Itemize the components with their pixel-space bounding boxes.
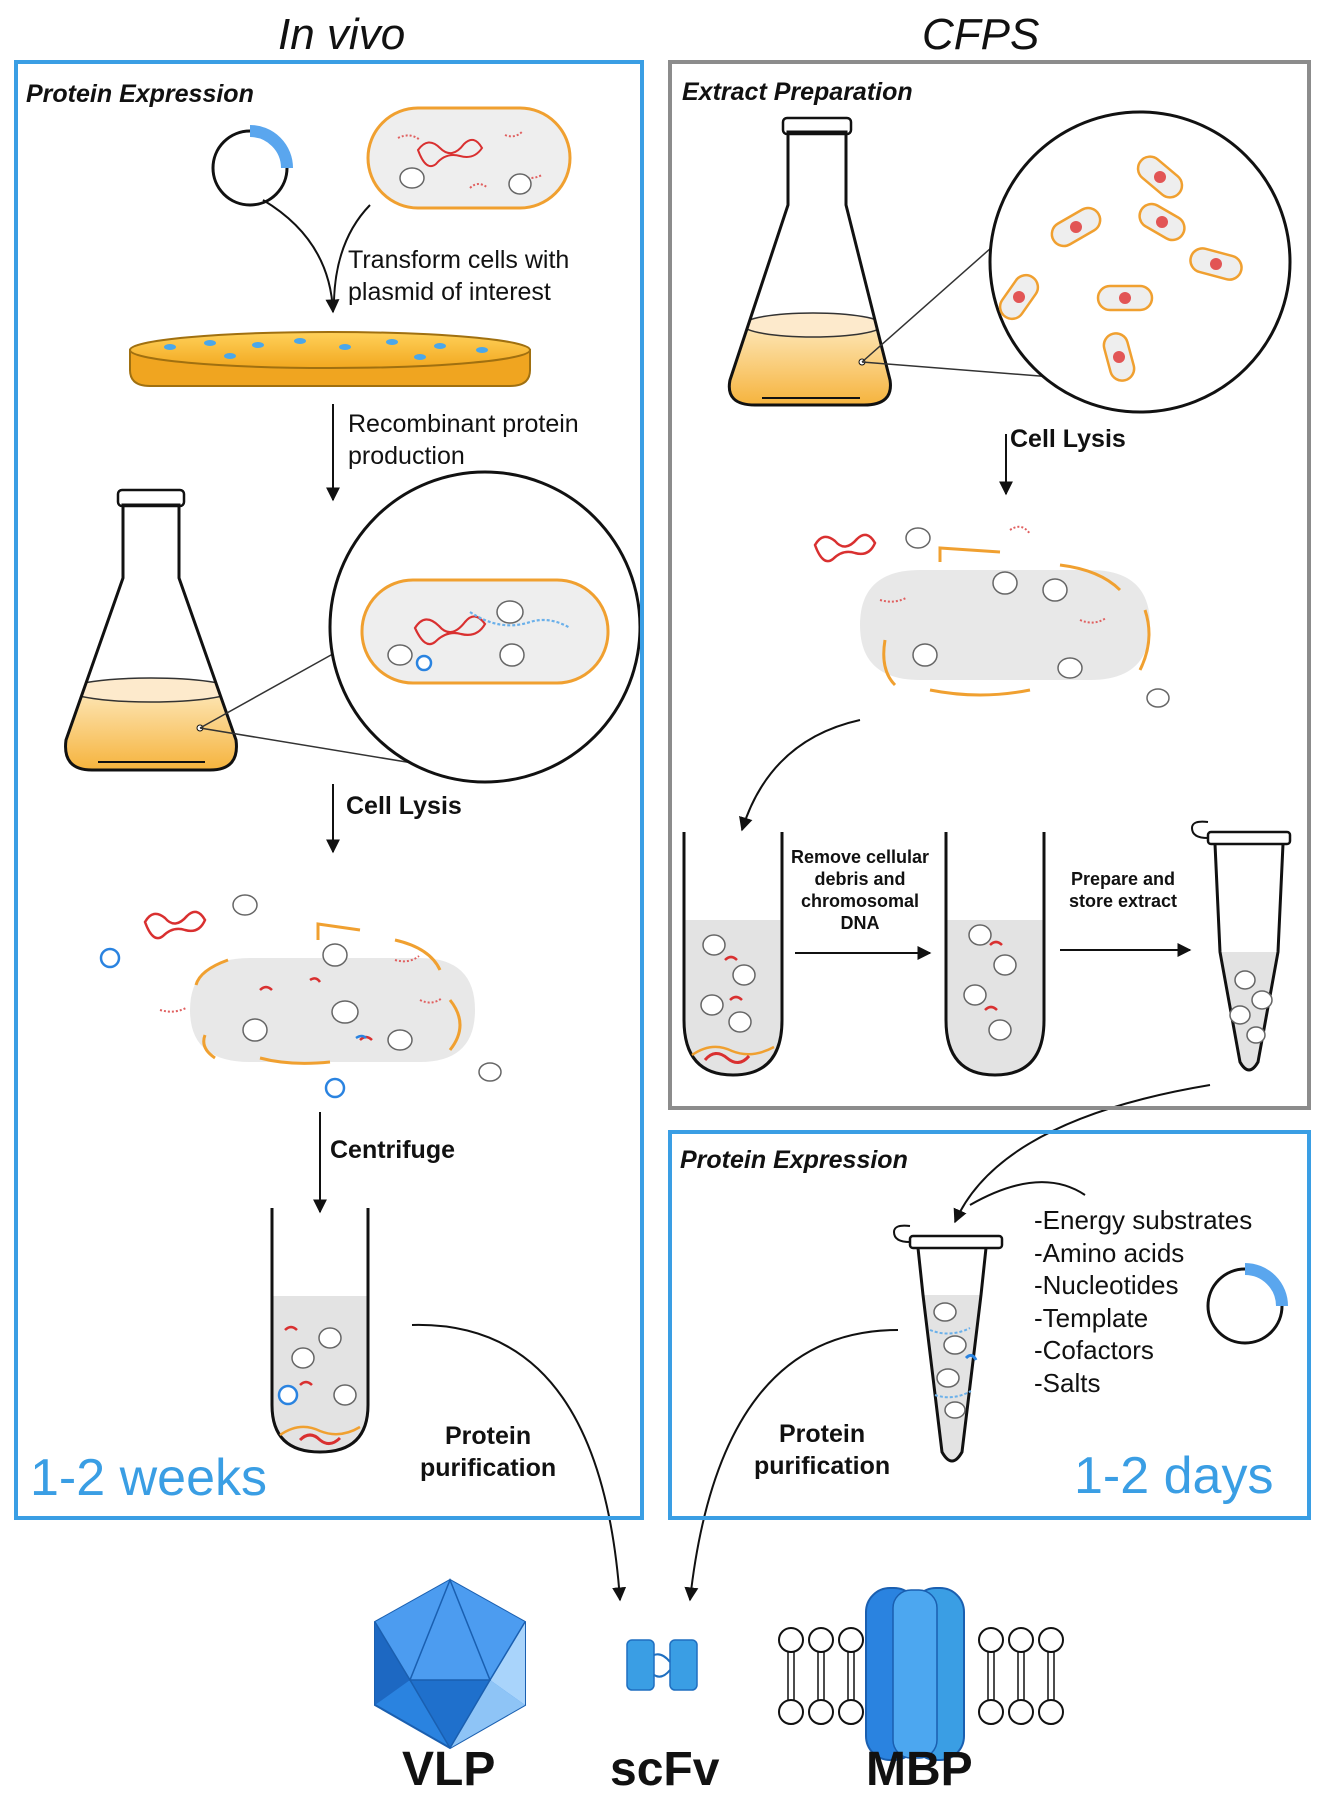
title-in-vivo: In vivo bbox=[278, 10, 406, 59]
duration-in-vivo: 1-2 weeks bbox=[30, 1449, 267, 1507]
product-label-vlp: VLP bbox=[402, 1743, 496, 1796]
duration-cfps: 1-2 days bbox=[1074, 1447, 1274, 1505]
step-transform: Transform cells with plasmid of interest bbox=[348, 244, 569, 308]
agar-plate-icon bbox=[129, 331, 531, 387]
step-transform-line-1: Transform cells with bbox=[348, 246, 570, 274]
ingredients-list: -Energy substrates -Amino acids -Nucleot… bbox=[1034, 1204, 1252, 1399]
purification-right-line-1: Protein bbox=[778, 1420, 866, 1448]
zoom-circle-right bbox=[988, 110, 1292, 414]
flask-icon-right bbox=[727, 116, 892, 407]
step-recombinant: Recombinant protein production bbox=[348, 408, 579, 472]
step-remove-line-3: chromosomal bbox=[800, 891, 920, 911]
step-prepare-line-1: Prepare and bbox=[1070, 869, 1176, 889]
step-lysis-right: Cell Lysis bbox=[1010, 425, 1126, 453]
purification-left-line-1: Protein bbox=[444, 1422, 532, 1450]
step-prepare-extract: Prepare and store extract bbox=[1048, 868, 1198, 912]
extract-panel-title: Extract Preparation bbox=[682, 78, 913, 106]
extract-preparation-panel bbox=[668, 60, 1311, 1110]
mbp-icon bbox=[778, 1587, 1064, 1761]
microtube-extract bbox=[1190, 820, 1292, 1072]
centrifuge-tube-cfps-1 bbox=[682, 832, 784, 1077]
step-recombinant-line-1: Recombinant protein bbox=[348, 410, 579, 438]
product-label-scfv: scFv bbox=[610, 1743, 720, 1796]
microtube-expression bbox=[892, 1224, 1004, 1463]
purification-label-left: Protein purification bbox=[420, 1420, 556, 1484]
step-transform-line-2: plasmid of interest bbox=[348, 278, 551, 306]
step-remove-line-4: DNA bbox=[840, 913, 880, 933]
purification-label-right: Protein purification bbox=[754, 1418, 890, 1482]
ingredient-item: -Template bbox=[1034, 1302, 1149, 1333]
lysed-cell-right bbox=[813, 525, 1170, 708]
purification-left-line-2: purification bbox=[420, 1454, 557, 1482]
step-prepare-line-2: store extract bbox=[1068, 891, 1178, 911]
ingredient-item: -Amino acids bbox=[1034, 1237, 1185, 1268]
step-remove-line-2: debris and bbox=[814, 869, 906, 889]
scfv-icon bbox=[626, 1639, 698, 1691]
ingredient-item: -Salts bbox=[1034, 1367, 1101, 1398]
step-lysis-left: Cell Lysis bbox=[346, 792, 462, 820]
step-remove-debris: Remove cellular debris and chromosomal D… bbox=[780, 846, 940, 934]
bacterial-cell-icon bbox=[366, 106, 572, 210]
product-label-mbp: MBP bbox=[866, 1743, 973, 1796]
flask-icon-left bbox=[64, 488, 238, 772]
in-vivo-panel bbox=[14, 60, 644, 1520]
cfps-expression-title: Protein Expression bbox=[680, 1146, 908, 1174]
ingredient-item: -Energy substrates bbox=[1034, 1205, 1253, 1235]
ingredient-item: -Nucleotides bbox=[1034, 1270, 1179, 1300]
title-cfps: CFPS bbox=[922, 10, 1040, 59]
centrifuge-tube-left bbox=[270, 1208, 370, 1454]
step-centrifuge: Centrifuge bbox=[330, 1136, 455, 1164]
cfps-expression-panel bbox=[668, 1130, 1311, 1520]
ingredient-item: -Cofactors bbox=[1034, 1335, 1154, 1365]
plasmid-icon-right bbox=[1206, 1263, 1288, 1345]
centrifuge-tube-cfps-2 bbox=[944, 832, 1046, 1077]
vlp-icon bbox=[374, 1577, 526, 1750]
lysed-cell-left bbox=[99, 894, 502, 1099]
step-remove-line-1: Remove cellular bbox=[790, 847, 930, 867]
purification-right-line-2: purification bbox=[754, 1452, 891, 1480]
zoom-circle-left bbox=[328, 470, 642, 784]
plasmid-icon-left bbox=[211, 125, 293, 207]
step-recombinant-line-2: production bbox=[348, 442, 465, 470]
in-vivo-panel-title: Protein Expression bbox=[26, 80, 254, 108]
